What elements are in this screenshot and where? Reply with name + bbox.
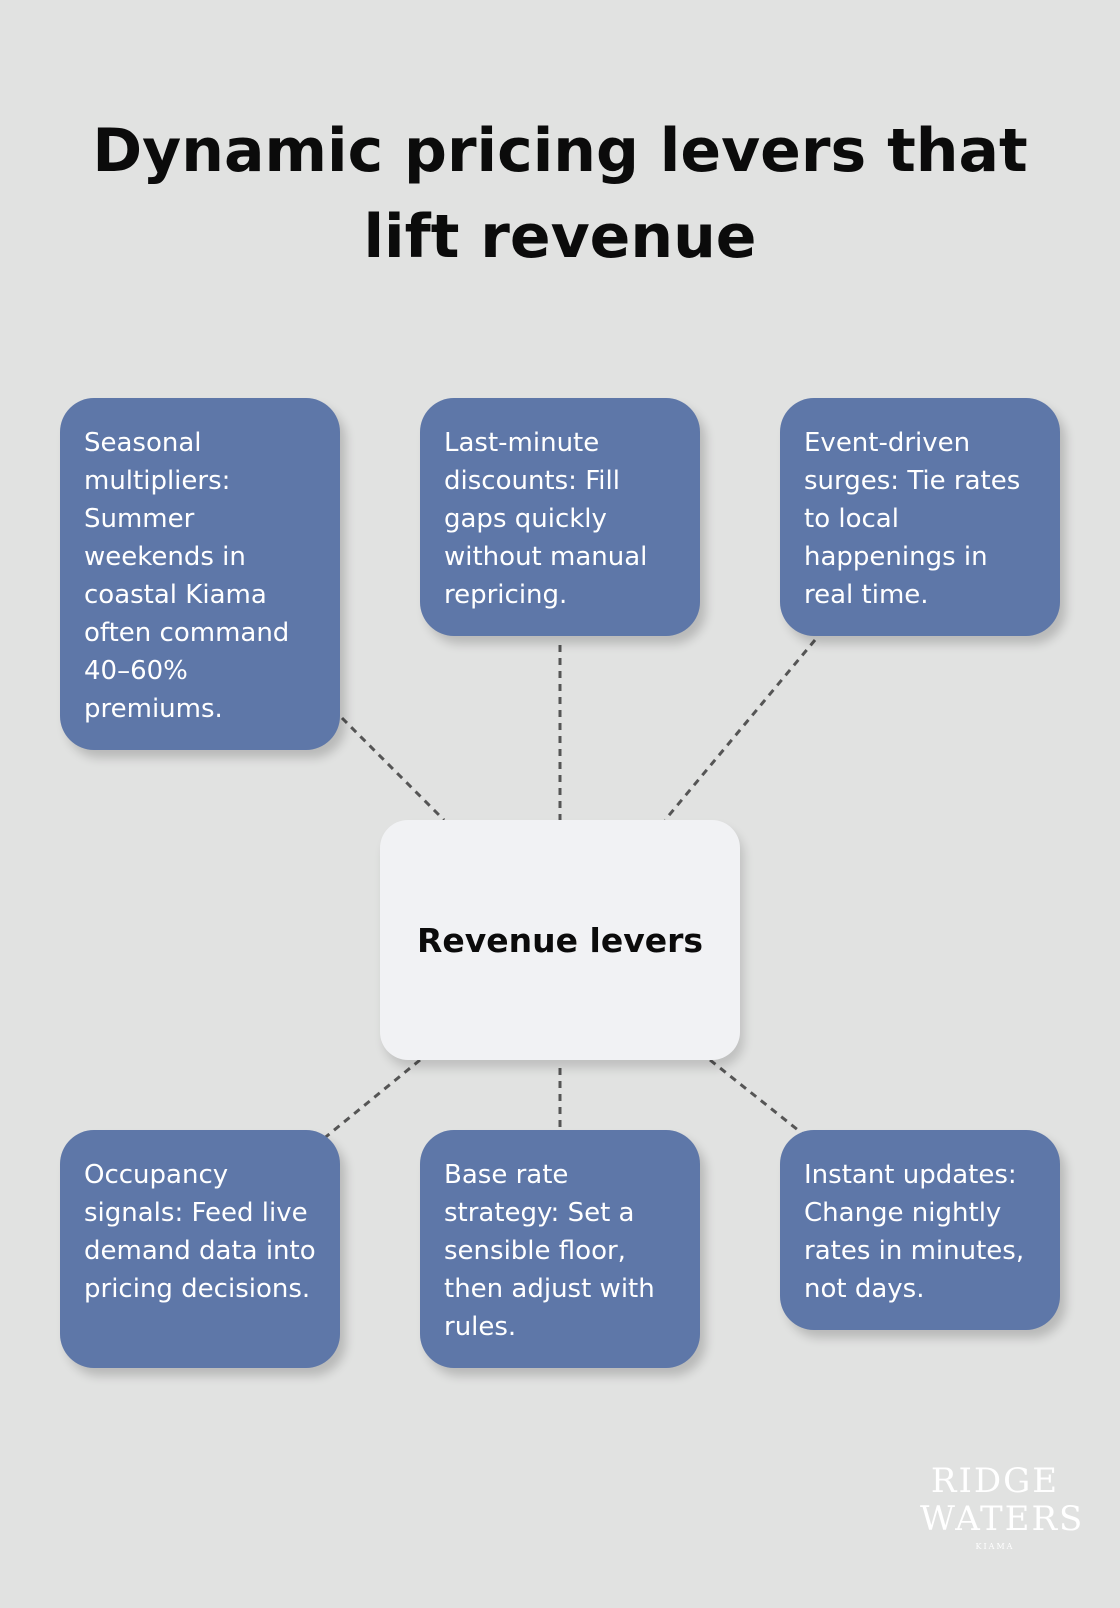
connector-top-left xyxy=(340,716,446,822)
lever-card-text: Event-driven surges: Tie rates to local … xyxy=(804,428,1021,610)
connector-bottom-right xyxy=(709,1058,809,1140)
brand-logo: RIDGE WATERS KIAMA xyxy=(920,1461,1085,1551)
page-title: Dynamic pricing levers that lift revenue xyxy=(92,116,1028,272)
logo-line-1: RIDGE xyxy=(930,1461,1060,1501)
center-node: Revenue levers xyxy=(380,820,740,1060)
logo-line-2: WATERS xyxy=(920,1499,1085,1539)
lever-card-seasonal-multipliers: Seasonal multipliers: Summer weekends in… xyxy=(60,398,340,750)
connector-top-right xyxy=(663,639,817,821)
lever-card-instant-updates: Instant updates: Change nightly rates in… xyxy=(780,1130,1060,1330)
connector-bottom-left xyxy=(321,1058,421,1142)
lever-card-text: Seasonal multipliers: Summer weekends in… xyxy=(84,428,290,724)
lever-card-occupancy-signals: Occupancy signals: Feed live demand data… xyxy=(60,1130,340,1368)
lever-card-last-minute-discounts: Last-minute discounts: Fill gaps quickly… xyxy=(420,398,700,636)
lever-card-base-rate-strategy: Base rate strategy: Set a sensible floor… xyxy=(420,1130,700,1368)
logo-line-3: KIAMA xyxy=(975,1542,1015,1551)
lever-card-text: Base rate strategy: Set a sensible floor… xyxy=(444,1160,655,1342)
lever-card-text: Instant updates: Change nightly rates in… xyxy=(804,1160,1025,1304)
lever-card-text: Last-minute discounts: Fill gaps quickly… xyxy=(444,428,648,610)
lever-card-event-driven-surges: Event-driven surges: Tie rates to local … xyxy=(780,398,1060,636)
center-label: Revenue levers xyxy=(416,920,704,960)
lever-card-text: Occupancy signals: Feed live demand data… xyxy=(84,1160,316,1304)
